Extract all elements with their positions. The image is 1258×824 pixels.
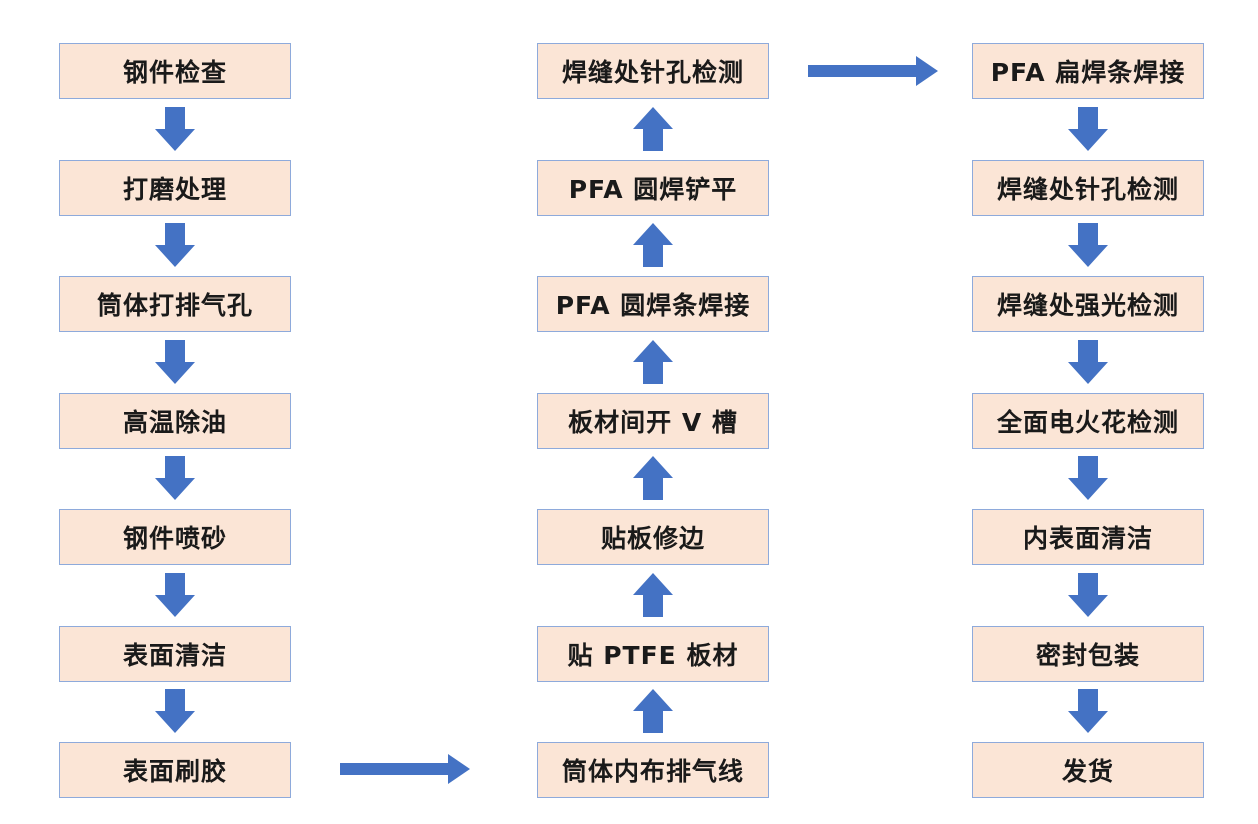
up-arrow-icon xyxy=(633,107,673,151)
down-arrow-icon xyxy=(1068,107,1108,151)
up-arrow-icon xyxy=(633,689,673,733)
process-step: 表面清洁 xyxy=(59,626,291,682)
up-arrow-icon xyxy=(633,340,673,384)
process-step: 板材间开 V 槽 xyxy=(537,393,769,449)
down-arrow-icon xyxy=(155,456,195,500)
process-step: PFA 圆焊铲平 xyxy=(537,160,769,216)
up-arrow-icon xyxy=(633,573,673,617)
process-step: 焊缝处强光检测 xyxy=(972,276,1204,332)
down-arrow-icon xyxy=(155,223,195,267)
process-step: 筒体内布排气线 xyxy=(537,742,769,798)
right-arrow-icon xyxy=(808,56,938,86)
up-arrow-icon xyxy=(633,223,673,267)
process-step: 筒体打排气孔 xyxy=(59,276,291,332)
process-step: 焊缝处针孔检测 xyxy=(537,43,769,99)
down-arrow-icon xyxy=(1068,689,1108,733)
down-arrow-icon xyxy=(1068,456,1108,500)
process-step: 焊缝处针孔检测 xyxy=(972,160,1204,216)
process-step: 发货 xyxy=(972,742,1204,798)
down-arrow-icon xyxy=(1068,573,1108,617)
down-arrow-icon xyxy=(155,689,195,733)
down-arrow-icon xyxy=(155,573,195,617)
right-arrow-icon xyxy=(340,754,470,784)
process-step: 密封包装 xyxy=(972,626,1204,682)
process-step: 钢件检查 xyxy=(59,43,291,99)
down-arrow-icon xyxy=(155,107,195,151)
process-step: PFA 圆焊条焊接 xyxy=(537,276,769,332)
process-step: 全面电火花检测 xyxy=(972,393,1204,449)
down-arrow-icon xyxy=(1068,223,1108,267)
process-step: 内表面清洁 xyxy=(972,509,1204,565)
down-arrow-icon xyxy=(1068,340,1108,384)
up-arrow-icon xyxy=(633,456,673,500)
process-step: 表面刷胶 xyxy=(59,742,291,798)
process-step: 钢件喷砂 xyxy=(59,509,291,565)
process-step: PFA 扁焊条焊接 xyxy=(972,43,1204,99)
process-step: 贴 PTFE 板材 xyxy=(537,626,769,682)
down-arrow-icon xyxy=(155,340,195,384)
process-step: 贴板修边 xyxy=(537,509,769,565)
process-step: 打磨处理 xyxy=(59,160,291,216)
process-step: 高温除油 xyxy=(59,393,291,449)
